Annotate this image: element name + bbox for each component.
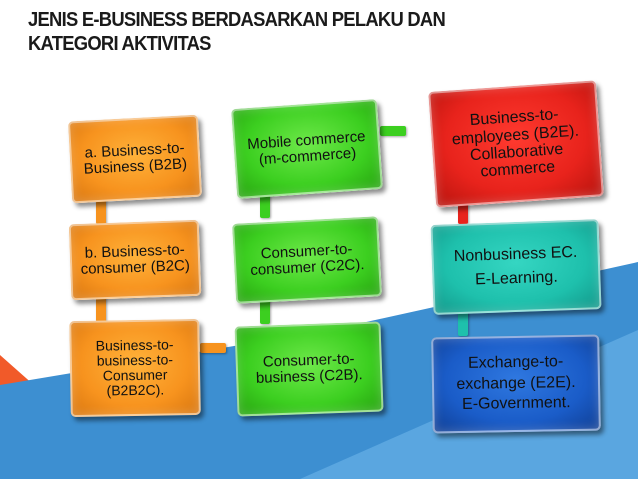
box-b2e-label: Business-to- employees (B2E). Collaborat… (451, 106, 580, 181)
box-c2c: Consumer-to- consumer (C2C). (232, 216, 382, 304)
connector-b2b-b2c (96, 198, 106, 224)
connector-b2c-b2b2c (96, 296, 106, 322)
box-b2b: a. Business-to- Business (B2B) (67, 114, 203, 204)
box-c2b-label: Consumer-to- business (C2B). (255, 350, 363, 387)
box-b2b2c-label: Business-to- business-to- Consumer (B2B2… (95, 336, 174, 399)
slide-title-line-1: JENIS E-BUSINESS BERDASARKAN PELAKU DAN (28, 9, 446, 31)
box-c2c-label: Consumer-to- consumer (C2C). (249, 240, 365, 279)
box-e2e-label: Exchange-to- exchange (E2E). E-Governmen… (456, 352, 576, 414)
connector-mcommerce-b2e (380, 126, 406, 136)
connector-nonbusiness-e2e (458, 310, 468, 336)
slide-title-line-2: KATEGORI AKTIVITAS (28, 33, 211, 55)
box-mcommerce: Mobile commerce (m-commerce) (231, 99, 383, 199)
box-nonbusiness-label: Nonbusiness EC. E-Learning. (453, 243, 578, 289)
connector-mcommerce-c2c (260, 192, 270, 218)
box-b2c-label: b. Business-to- consumer (B2C) (80, 241, 191, 278)
box-mcommerce-label: Mobile commerce (m-commerce) (246, 127, 367, 169)
box-b2c: b. Business-to- consumer (B2C) (68, 219, 202, 301)
box-b2b2c: Business-to- business-to- Consumer (B2B2… (69, 318, 201, 418)
box-nonbusiness: Nonbusiness EC. E-Learning. (430, 219, 602, 315)
connector-b2e-nonbusiness (458, 198, 468, 224)
connector-c2c-c2b (260, 298, 270, 324)
box-e2e: Exchange-to- exchange (E2E). E-Governmen… (431, 334, 601, 434)
connector-b2b2c-c2b (200, 343, 226, 353)
box-b2b-label: a. Business-to- Business (B2B) (83, 139, 188, 178)
box-b2e: Business-to- employees (B2E). Collaborat… (428, 80, 604, 208)
slide-title: JENIS E-BUSINESS BERDASARKAN PELAKU DAN … (28, 8, 543, 56)
box-c2b: Consumer-to- business (C2B). (234, 321, 384, 417)
